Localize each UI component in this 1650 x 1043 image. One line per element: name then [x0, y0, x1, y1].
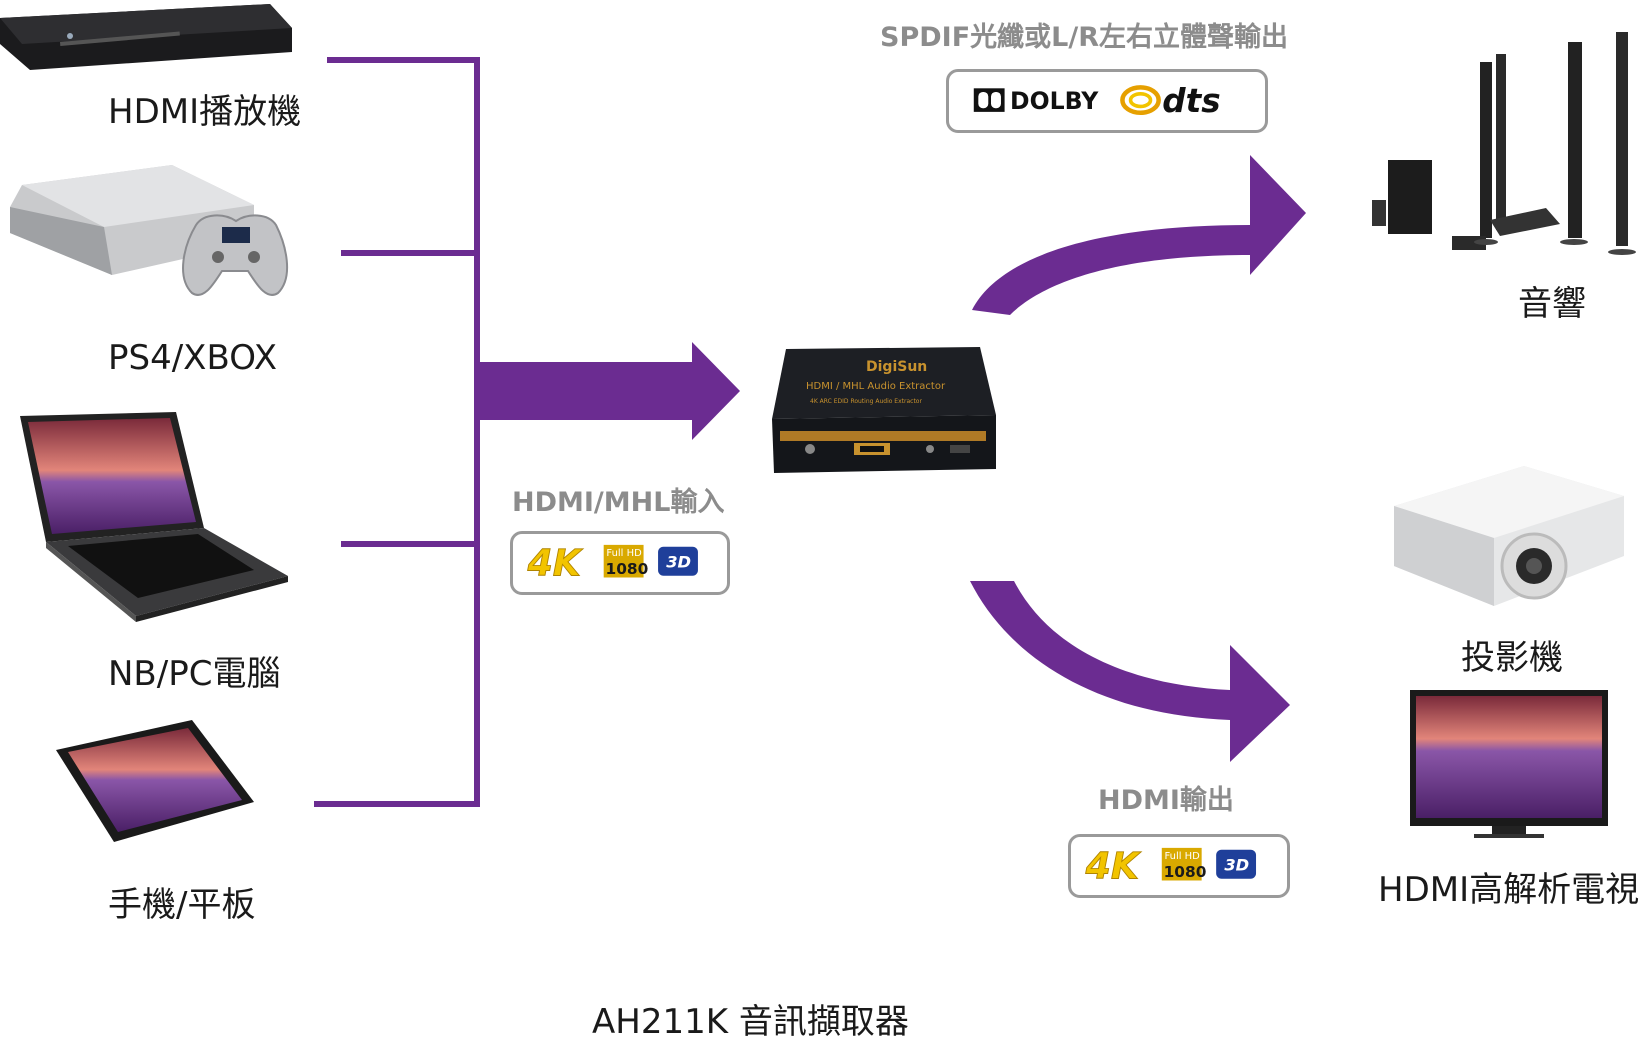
output-label-speakers: 音響 — [1518, 284, 1586, 324]
diagram-title: AH211K 音訊擷取器 — [592, 1002, 909, 1042]
input-format-badges: 4K Full HD 1080 3D — [510, 531, 730, 595]
arrow-to-speakers — [972, 155, 1306, 315]
source-label-console: PS4/XBOX — [108, 338, 278, 378]
arrow-to-tv — [970, 581, 1290, 762]
laptop-icon — [20, 412, 288, 622]
badge-3d: 3D — [666, 553, 691, 572]
badge-fullhd: Full HD — [606, 548, 642, 559]
dts-icon — [1120, 85, 1161, 116]
audio-output-label: SPDIF光纖或L/R左右立體聲輸出 — [880, 22, 1288, 53]
output-label-projector: 投影機 — [1461, 638, 1563, 678]
hdtv-icon — [1410, 690, 1608, 838]
badge-1080-out: 1080 — [1164, 863, 1207, 881]
badge-4k-out: 4K — [1085, 845, 1142, 888]
source-label-bluray: HDMI播放機 — [108, 92, 302, 132]
dolby-logo-text: DOLBY — [1010, 87, 1099, 115]
projector-icon — [1394, 466, 1624, 606]
badge-3d-out: 3D — [1224, 856, 1249, 875]
badge-4k: 4K — [527, 542, 584, 585]
output-format-badges: 4K Full HD 1080 3D — [1068, 834, 1290, 898]
speaker-system-icon — [1372, 32, 1636, 255]
source-label-laptop: NB/PC電腦 — [108, 654, 281, 694]
device-line1: HDMI / MHL Audio Extractor — [806, 381, 946, 392]
tablet-icon — [56, 720, 254, 842]
source-label-tablet: 手機/平板 — [108, 885, 256, 925]
device-line2: 4K ARC EDID Routing Audio Extractor — [810, 398, 922, 405]
audio-extractor-device: DigiSun HDMI / MHL Audio Extractor 4K AR… — [772, 347, 996, 473]
input-arrow — [474, 342, 740, 440]
device-brand: DigiSun — [866, 359, 927, 375]
bluray-player-icon — [0, 4, 292, 70]
dts-logo-text: dts — [1162, 82, 1220, 120]
game-console-icon — [10, 165, 289, 296]
audio-format-badges: DOLBY dts — [946, 69, 1268, 133]
output-label-tv: HDMI高解析電視 — [1378, 870, 1640, 910]
hdmi-output-label: HDMI輸出 — [1098, 785, 1234, 816]
input-label: HDMI/MHL輸入 — [512, 487, 725, 518]
badge-fullhd-out: Full HD — [1165, 851, 1201, 862]
badge-1080: 1080 — [606, 560, 649, 578]
